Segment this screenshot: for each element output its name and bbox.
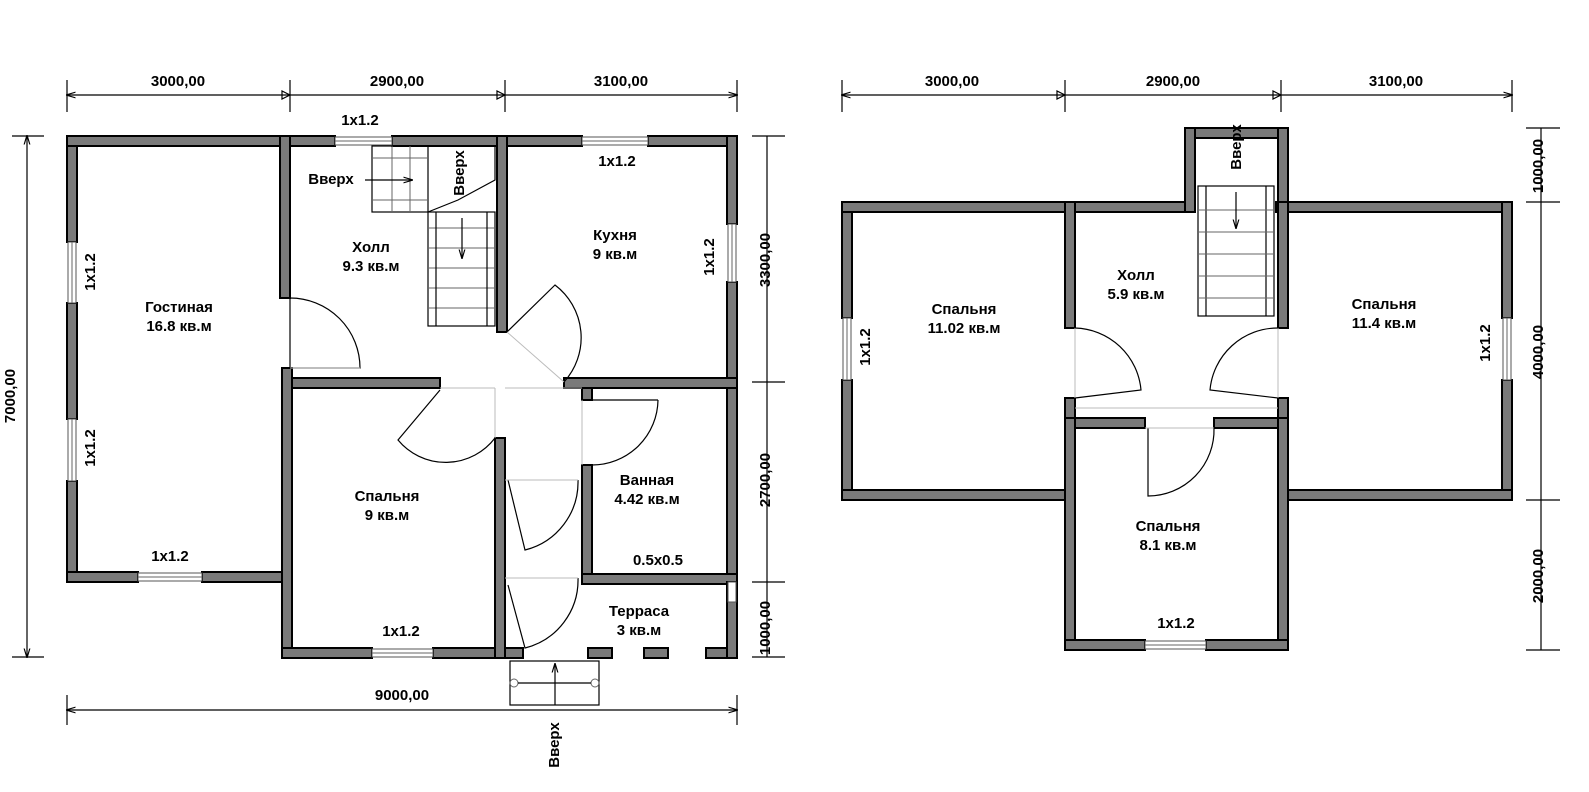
- plan1-room-hall-name: Холл: [352, 239, 390, 256]
- plan2-stair-up: Вверх: [1228, 124, 1245, 170]
- plan1-dim-top-2: 2900,00: [370, 73, 424, 90]
- plan1-walls: [66, 135, 738, 659]
- plan1-stair-up-horizontal: Вверх: [308, 171, 354, 188]
- plan1-top-dimensions: 3000,00 2900,00 3100,00: [67, 73, 737, 112]
- plan1-room-living-area: 16.8 кв.м: [146, 318, 211, 335]
- plan2-dim-right-3: 2000,00: [1530, 549, 1547, 603]
- plan1-room-bedroom-area: 9 кв.м: [365, 507, 410, 524]
- plan1-bottom-dimension: 9000,00: [67, 687, 737, 725]
- plan1-entrance-up: Вверх: [546, 722, 563, 768]
- plan1-dim-right-1: 3300,00: [757, 233, 774, 287]
- plan2-dim-right-1: 1000,00: [1530, 139, 1547, 193]
- plan1-room-bath-name: Ванная: [620, 472, 674, 489]
- plan1-dim-right-3: 1000,00: [757, 601, 774, 655]
- ground-floor-plan: 3000,00 2900,00 3100,00 7000,00 3300,00 …: [2, 73, 785, 768]
- plan1-window-hall-top: 1x1.2: [341, 112, 379, 129]
- plan1-window-living-bottom: 1x1.2: [151, 548, 189, 565]
- plan2-dim-top-3: 3100,00: [1369, 73, 1423, 90]
- plan2-room-bedroom-right-name: Спальня: [1352, 296, 1417, 313]
- plan2-room-bedroom-right-area: 11.4 кв.м: [1352, 315, 1417, 332]
- plan1-doors: [289, 284, 659, 649]
- plan2-right-dimensions: 1000,00 4000,00 2000,00: [1526, 127, 1560, 651]
- plan2-staircase: [1197, 185, 1275, 317]
- plan2-window-right: 1x1.2: [1477, 324, 1494, 362]
- plan1-room-hall-area: 9.3 кв.м: [342, 258, 399, 275]
- plan2-windows: [842, 317, 1512, 650]
- plan2-window-left: 1x1.2: [857, 328, 874, 366]
- plan2-doors: [1074, 327, 1279, 497]
- plan1-right-dimensions: 3300,00 2700,00 1000,00: [752, 135, 785, 658]
- plan1-stair-up-vertical: Вверх: [451, 150, 468, 196]
- plan1-entrance-steps: [509, 660, 600, 706]
- upper-floor-plan: 3000,00 2900,00 3100,00 1000,00 4000,00 …: [841, 73, 1560, 651]
- plan1-dim-top-3: 3100,00: [594, 73, 648, 90]
- plan1-room-living-name: Гостиная: [145, 299, 213, 316]
- plan2-room-bedroom-left-name: Спальня: [932, 301, 997, 318]
- plan2-room-hall-name: Холл: [1117, 267, 1155, 284]
- plan2-room-bedroom-left-area: 11.02 кв.м: [928, 320, 1001, 337]
- plan1-dim-left: 7000,00: [2, 369, 19, 423]
- plan2-window-bottom: 1x1.2: [1157, 615, 1195, 632]
- plan1-staircase: [365, 145, 496, 327]
- plan1-window-bedroom-bottom: 1x1.2: [382, 623, 420, 640]
- plan1-room-terrace-name: Терраса: [609, 603, 670, 620]
- plan1-room-kitchen-area: 9 кв.м: [593, 246, 638, 263]
- plan1-room-bedroom-name: Спальня: [355, 488, 420, 505]
- plan2-top-dimensions: 3000,00 2900,00 3100,00: [842, 73, 1512, 112]
- plan2-walls: [841, 127, 1513, 651]
- plan1-dim-bottom: 9000,00: [375, 687, 429, 704]
- plan1-window-living-upper: 1x1.2: [82, 253, 99, 291]
- plan2-dim-top-1: 3000,00: [925, 73, 979, 90]
- plan1-window-living-lower: 1x1.2: [82, 429, 99, 467]
- plan1-window-kitchen-top: 1x1.2: [598, 153, 636, 170]
- plan1-windows: [67, 136, 737, 658]
- plan2-dim-top-2: 2900,00: [1146, 73, 1200, 90]
- plan1-room-kitchen-name: Кухня: [593, 227, 637, 244]
- plan2-dim-right-2: 4000,00: [1530, 325, 1547, 379]
- plan1-room-terrace-area: 3 кв.м: [617, 622, 662, 639]
- plan2-room-hall-area: 5.9 кв.м: [1107, 286, 1164, 303]
- plan2-room-bedroom-bottom-name: Спальня: [1136, 518, 1201, 535]
- plan1-dim-top-1: 3000,00: [151, 73, 205, 90]
- plan2-room-bedroom-bottom-area: 8.1 кв.м: [1139, 537, 1196, 554]
- plan1-room-bath-area: 4.42 кв.м: [614, 491, 679, 508]
- plan1-window-kitchen-right: 1x1.2: [701, 238, 718, 276]
- plan1-left-dimension: 7000,00: [2, 136, 44, 657]
- plan1-dim-right-2: 2700,00: [757, 453, 774, 507]
- plan1-window-bath-small: 0.5x0.5: [633, 552, 683, 569]
